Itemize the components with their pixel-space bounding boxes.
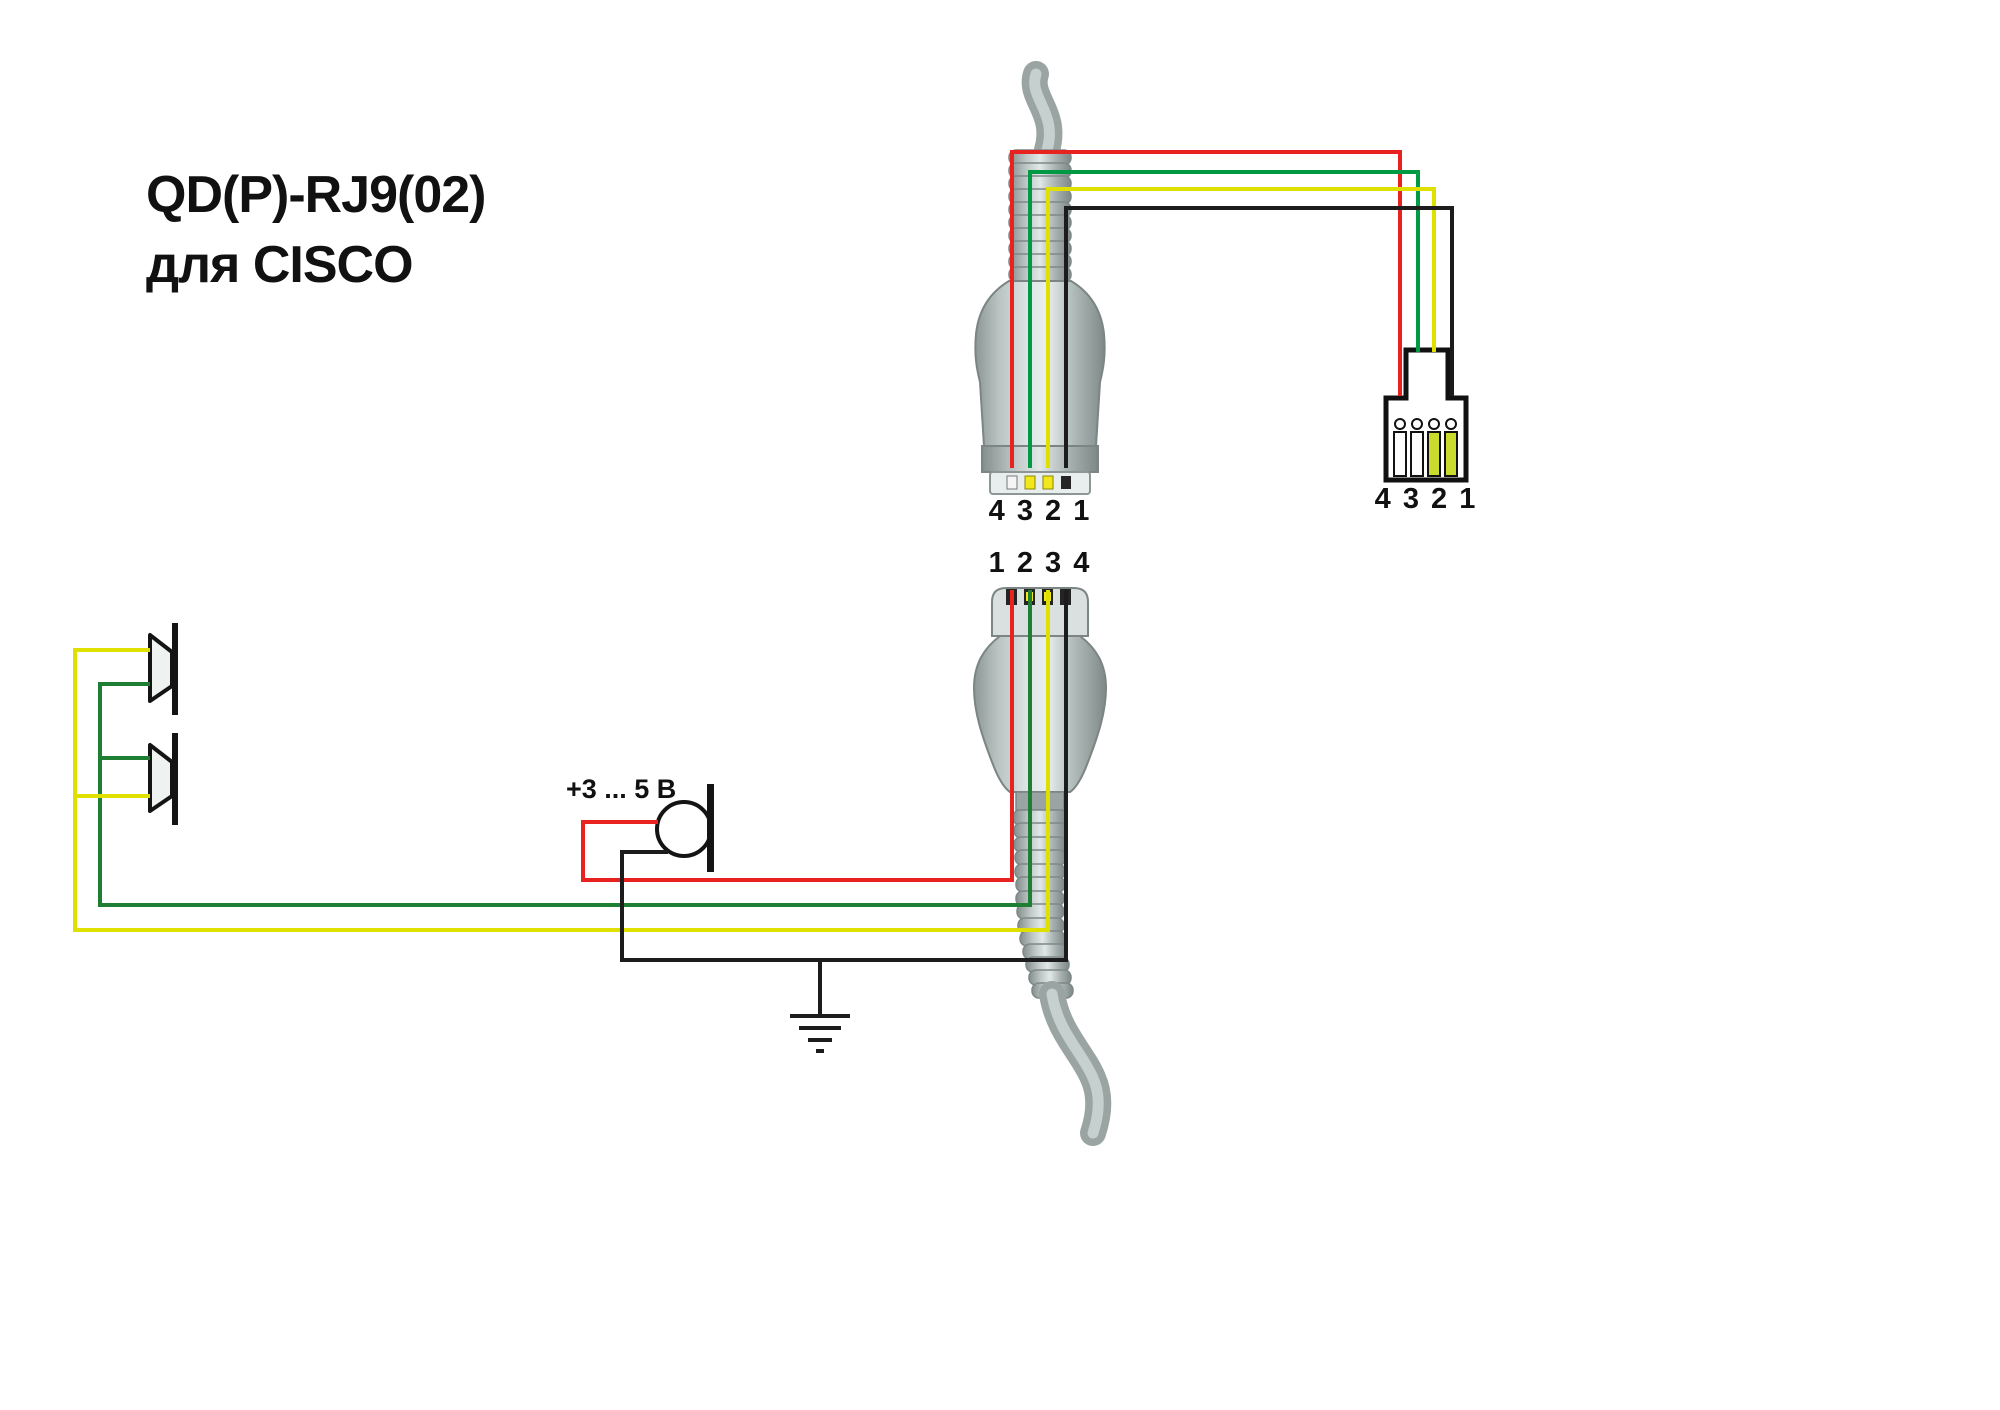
speaker-bottom-baffle — [172, 733, 178, 825]
wire-green-speakers — [98, 590, 1032, 907]
qd-plug-connector — [974, 61, 1106, 495]
rj9-connector — [1383, 347, 1469, 483]
rj9-wire-entries — [1394, 418, 1457, 430]
mic-voltage-label: +3 ... 5 В — [566, 774, 676, 804]
qd-plug-coil — [1008, 149, 1072, 283]
wire-yellow-top — [1046, 187, 1436, 468]
wire-yellow-speakers — [73, 590, 1050, 932]
qd-socket-body — [972, 635, 1108, 793]
rj9-pins — [1393, 431, 1458, 477]
diagram-title-line1: QD(P)-RJ9(02) — [146, 166, 486, 224]
wire-red-mic — [581, 590, 1014, 882]
speaker-top-baffle — [172, 623, 178, 715]
rj9-pin-1 — [1444, 431, 1458, 477]
wire-black-top — [1064, 206, 1454, 468]
diagram-title-line2: для CISCO — [146, 236, 413, 294]
speaker-bottom-cone — [148, 743, 174, 813]
ground-icon — [790, 1014, 850, 1053]
speaker-top-cone — [148, 633, 174, 703]
qd-plug-contacts — [1006, 475, 1071, 490]
qd-socket-pin-labels: 1 2 3 4 — [989, 547, 1092, 579]
microphone-capsule — [655, 800, 713, 858]
rj9-pin-2 — [1427, 431, 1441, 477]
speaker-bottom-icon — [148, 733, 178, 825]
microphone-icon — [655, 784, 714, 872]
qd-plug-body — [974, 280, 1106, 447]
speaker-top-icon — [148, 623, 178, 715]
rj9-pin-labels: 4 3 2 1 — [1375, 483, 1478, 515]
rj9-pin-3 — [1410, 431, 1424, 477]
qd-socket-neck — [1015, 791, 1065, 811]
qd-socket-connector — [972, 587, 1112, 1146]
wire-red-top — [1010, 150, 1402, 468]
wire-green-top — [1028, 170, 1420, 468]
microphone-membrane — [707, 784, 714, 872]
rj9-pin-4 — [1393, 431, 1407, 477]
wire-black-ground — [620, 590, 1068, 1016]
qd-plug-tip — [989, 471, 1091, 495]
qd-plug-pin-labels: 4 3 2 1 — [989, 495, 1092, 527]
qd-plug-collar — [981, 445, 1099, 473]
